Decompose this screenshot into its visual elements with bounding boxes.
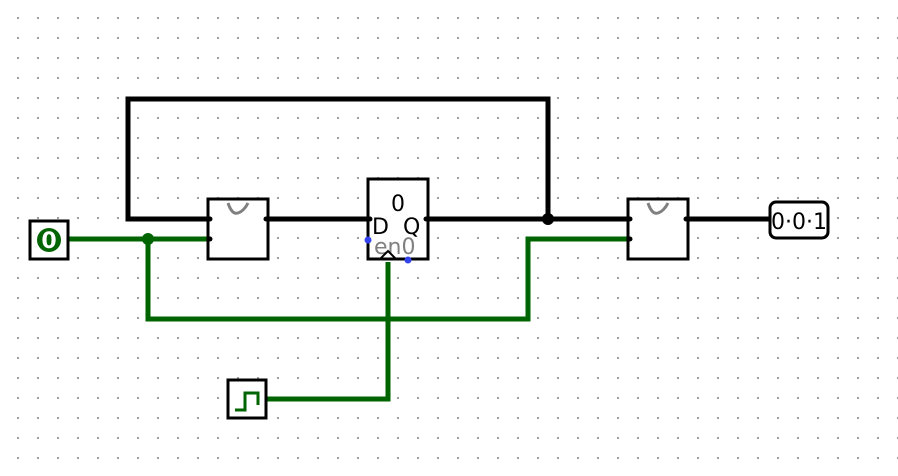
- mux-right[interactable]: [626, 197, 690, 261]
- bus-junction-dot: [542, 213, 554, 225]
- mux-right-output-port: [683, 216, 689, 222]
- register-q-label: Q: [403, 215, 420, 240]
- mux-left-input-port: [207, 216, 213, 222]
- select-to-mux-right-wire[interactable]: [145, 236, 628, 322]
- register-q-port: [423, 216, 429, 222]
- register-enable-label: en0: [374, 235, 415, 260]
- clock-to-register-wire[interactable]: [266, 262, 391, 402]
- register[interactable]: 0 D Q en0: [364, 177, 430, 264]
- mux-right-input-port: [627, 216, 633, 222]
- register-value: 0: [391, 192, 405, 217]
- one-bit-wires: [68, 236, 628, 402]
- mux-left-output-port: [263, 216, 269, 222]
- mux-right-glyph-icon: [646, 202, 670, 215]
- output-probe[interactable]: 0·0·1: [768, 200, 830, 240]
- clock-square-wave-icon: [235, 391, 260, 412]
- output-probe-value: 0·0·1: [771, 210, 827, 235]
- register-d-port: [367, 216, 373, 222]
- mux-left-select-port: [207, 236, 213, 242]
- register-enable-pin-dot[interactable]: [364, 236, 372, 244]
- feedback-wire[interactable]: [125, 96, 551, 222]
- bus-wires: [125, 96, 770, 222]
- input-pin-indicator: [37, 228, 61, 252]
- mux-right-select-port: [627, 236, 633, 242]
- register-clock-triangle-icon: [379, 249, 397, 260]
- input-pin[interactable]: 0: [28, 219, 70, 261]
- mux-left-glyph-icon: [226, 202, 250, 215]
- register-d-label: D: [372, 215, 389, 240]
- input-pin-value: 0: [41, 229, 56, 254]
- clock[interactable]: [226, 378, 268, 420]
- mux-left[interactable]: [206, 197, 270, 261]
- select-junction-dot: [142, 233, 154, 245]
- register-reset-pin-dot[interactable]: [404, 256, 412, 264]
